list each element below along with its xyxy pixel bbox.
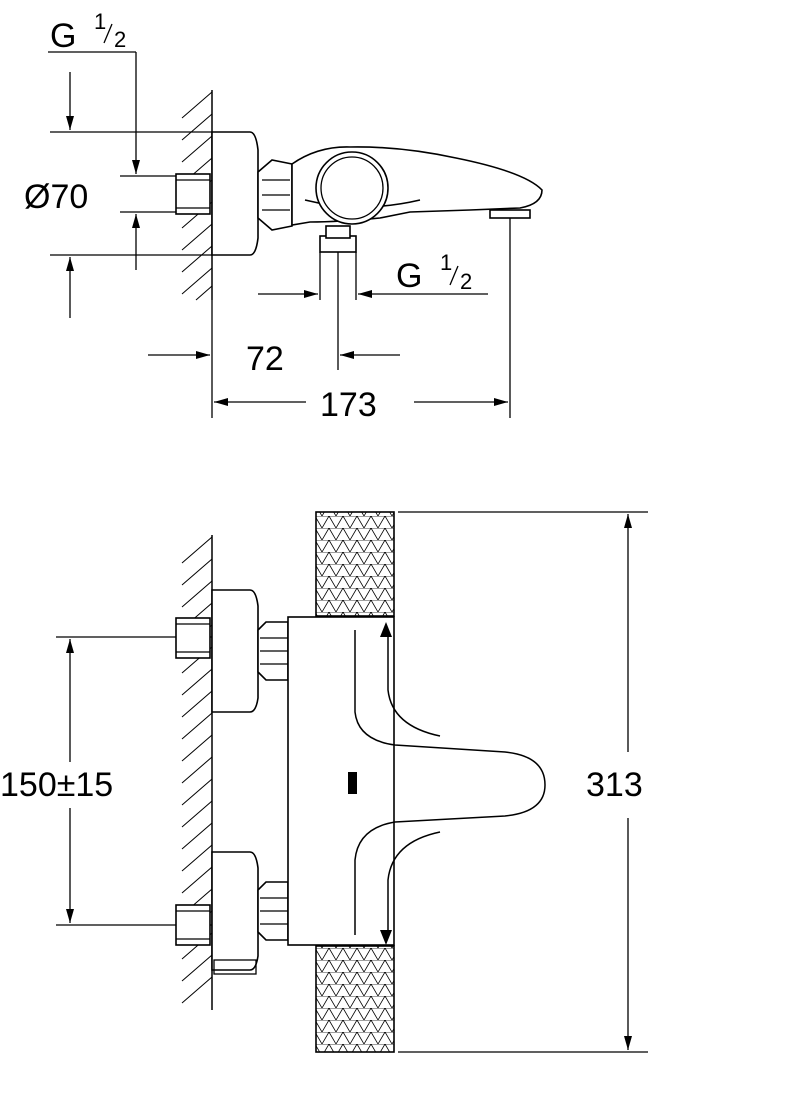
union-nut-lower [257, 881, 289, 941]
inlet-pipe-upper [175, 617, 211, 659]
thread-outlet-dimension: G 1 2 [258, 250, 488, 298]
dimension-150: 150±15 [0, 636, 212, 926]
escutcheon-top [211, 131, 259, 256]
top-view: Ø70 G 1 2 [24, 9, 543, 424]
handle-marker-upper [380, 622, 392, 637]
temperature-handle [315, 511, 395, 617]
thermostat-body [287, 616, 395, 946]
dimension-313-label: 313 [586, 766, 643, 804]
flow-handle [315, 945, 395, 1053]
diameter-dimension: Ø70 [24, 51, 212, 318]
union-nut-upper [257, 621, 289, 681]
wall-plate-bottom [213, 959, 257, 975]
thread-outlet-num: 1 [440, 250, 452, 275]
thread-top-num: 1 [94, 9, 106, 34]
dimension-150-label: 150±15 [0, 766, 113, 804]
handle-knob-top [315, 151, 389, 225]
inlet-pipe-lower [175, 904, 211, 946]
front-view: 150±15 [0, 511, 648, 1053]
inlet-pipe-top [175, 173, 211, 215]
escutcheon-upper [211, 589, 259, 713]
dimension-173-label: 173 [320, 386, 377, 424]
thread-top-main: G [50, 17, 76, 55]
thread-outlet-main: G [396, 257, 422, 295]
dimension-72-label: 72 [246, 340, 284, 378]
union-nut-top [257, 159, 293, 231]
aerator-top [489, 209, 531, 418]
dimension-173: 173 [214, 386, 508, 424]
dimension-72: 72 [148, 300, 400, 418]
outlet-fitting-top [319, 225, 357, 370]
thread-label-top: G 1 2 [50, 9, 126, 55]
thread-outlet-den: 2 [460, 269, 472, 294]
handle-marker-lower [380, 930, 392, 945]
escutcheon-lower [211, 851, 259, 971]
spout-front [354, 630, 546, 935]
thread-top-den: 2 [114, 27, 126, 52]
diameter-label: Ø70 [24, 178, 88, 216]
indicator-mark [348, 772, 357, 794]
dimension-313: 313 [398, 511, 648, 1053]
